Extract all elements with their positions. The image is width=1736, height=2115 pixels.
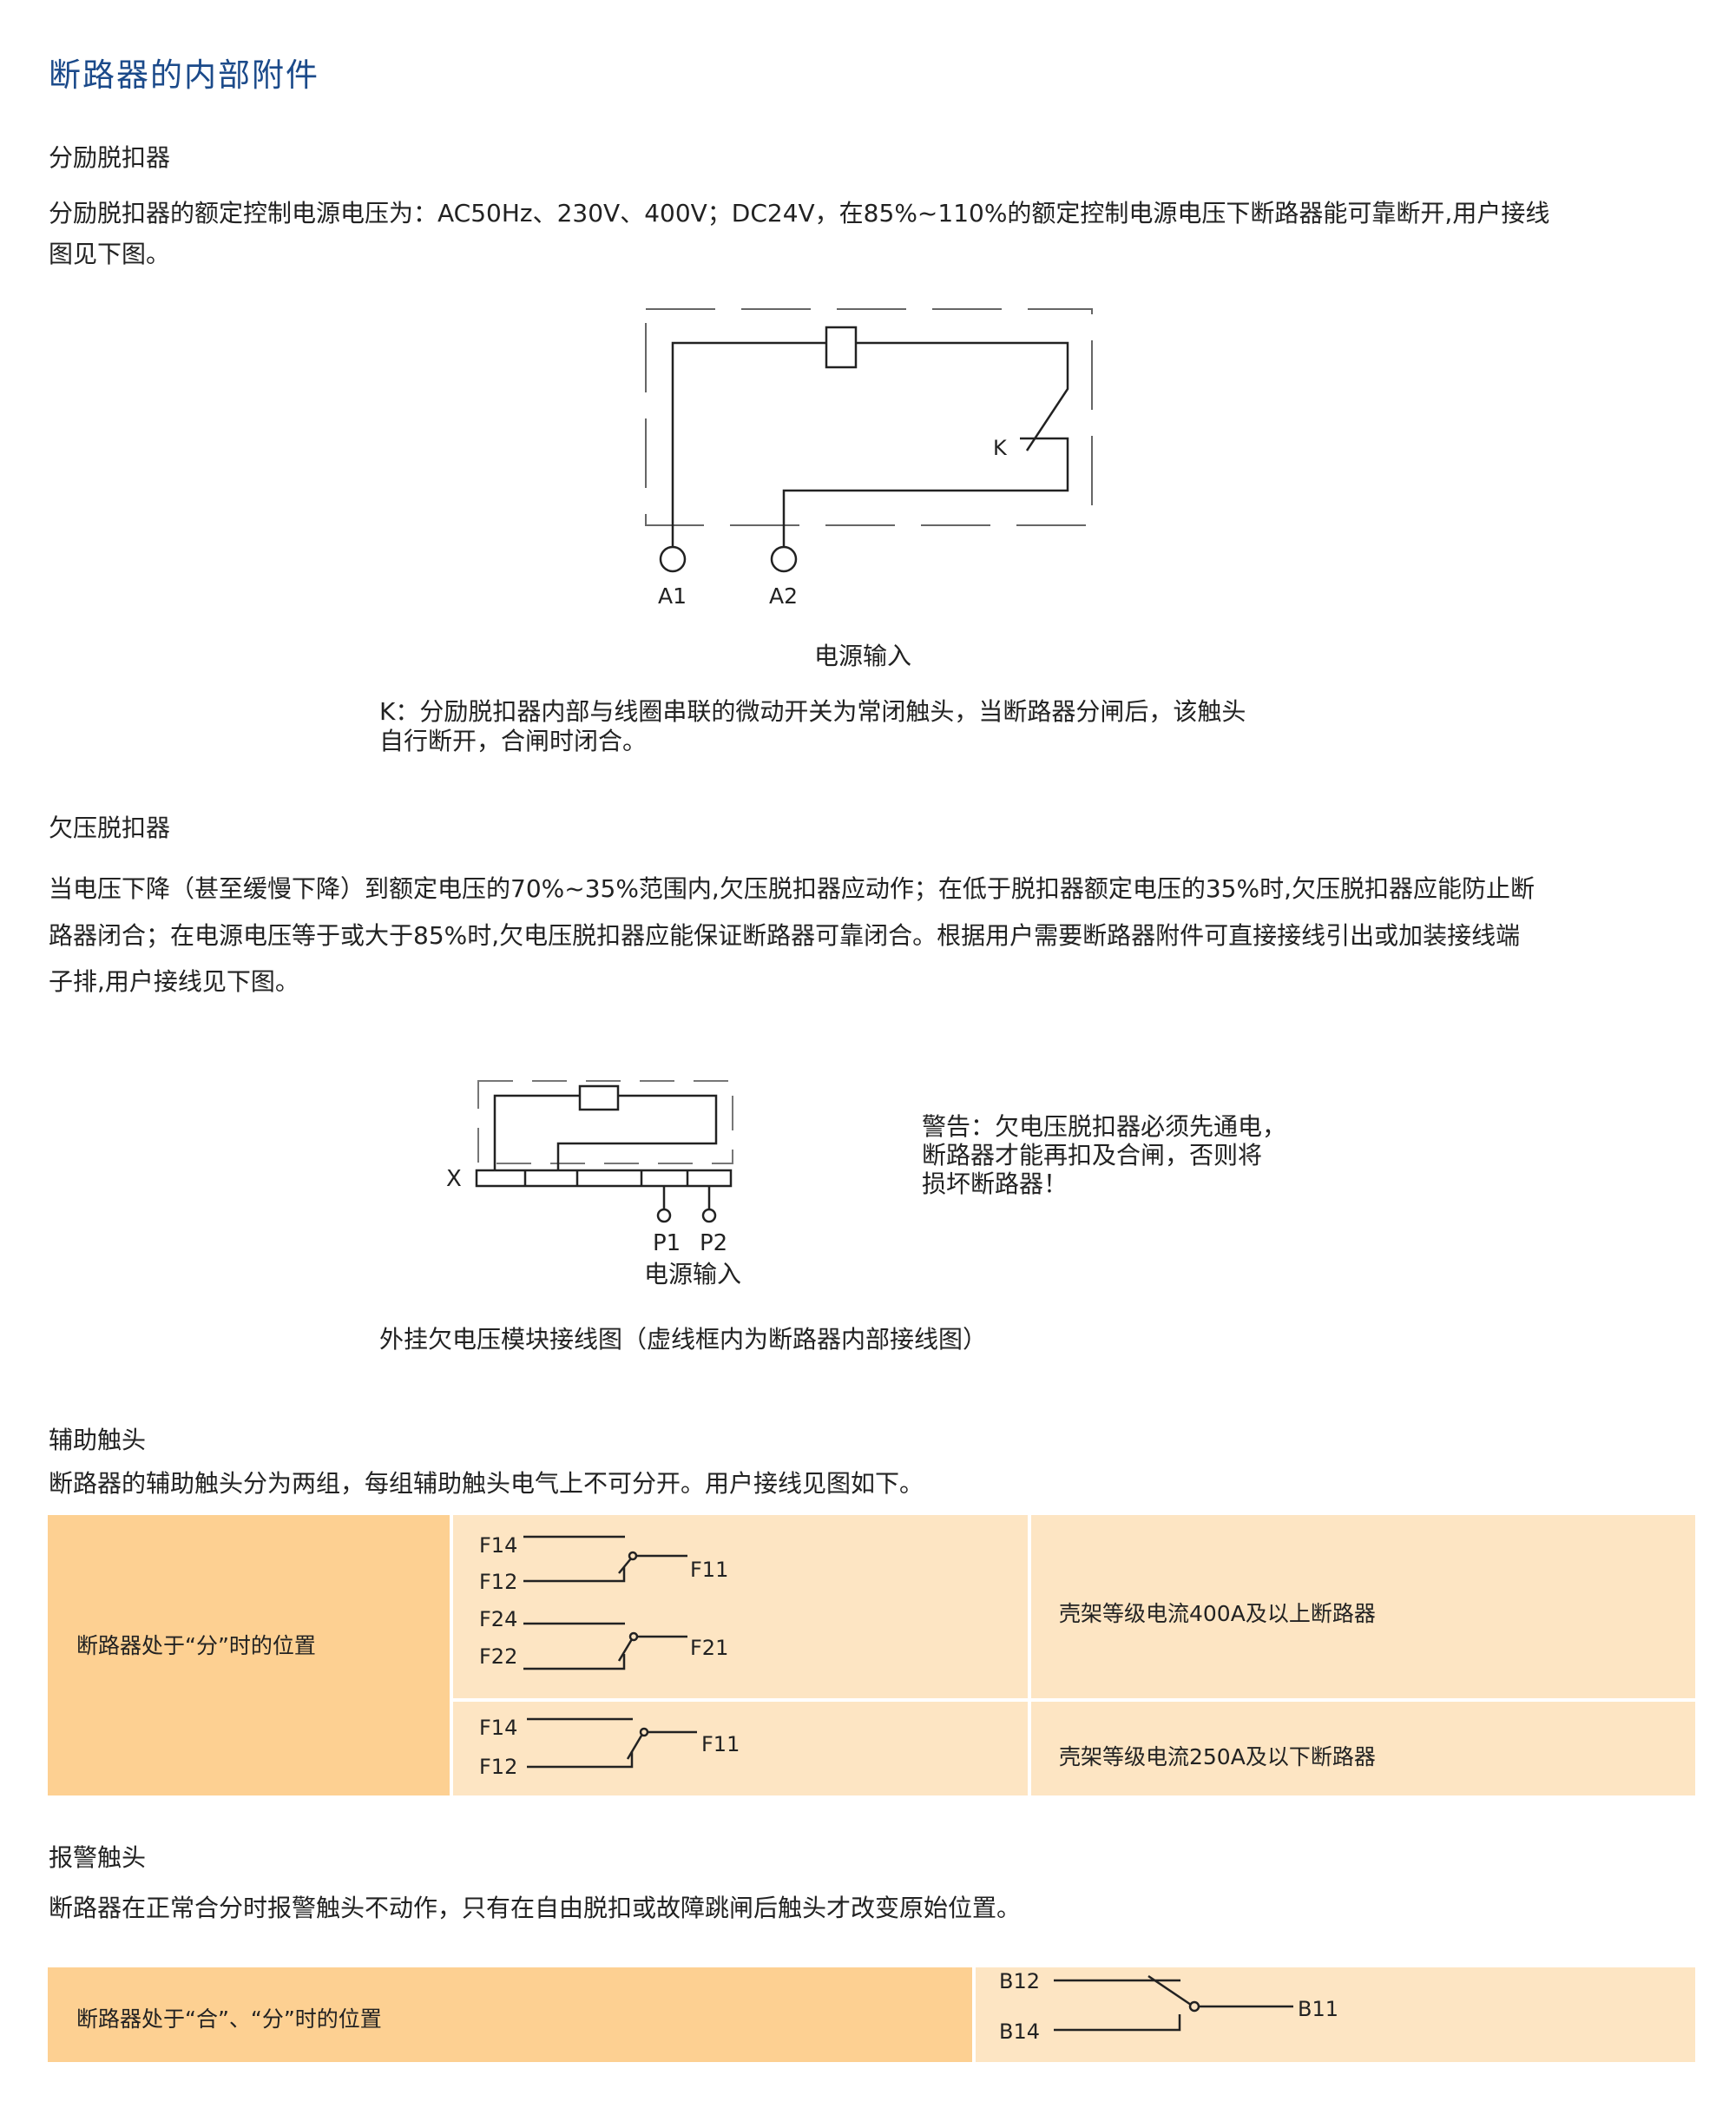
coil-symbol (825, 326, 858, 369)
undervoltage-wiring-diagram (475, 1080, 733, 1223)
f14-label: F14 (479, 1716, 517, 1740)
section-heading-alarm: 报警触头 (49, 1843, 147, 1872)
section-heading-shunt: 分励脱扣器 (49, 143, 171, 172)
p1-label: P1 (653, 1230, 681, 1256)
shunt-diagram-caption: 电源输入 (814, 642, 912, 670)
terminal-p2 (701, 1208, 717, 1223)
aux-desc-cell-2 (1031, 1702, 1695, 1795)
f24-label: F24 (479, 1607, 517, 1631)
section-heading-auxiliary: 辅助触头 (49, 1426, 147, 1454)
coil-symbol (578, 1084, 620, 1111)
undervoltage-paragraph-line-3: 子排,用户接线见下图。 (49, 967, 299, 996)
f22-label: F22 (479, 1644, 517, 1669)
undervoltage-diagram-caption: 外挂欠电压模块接线图（虚线框内为断路器内部接线图） (379, 1325, 988, 1354)
shunt-note-line-2: 自行断开，合闸时闭合。 (379, 727, 648, 755)
alarm-diagram-cell (976, 1967, 1695, 2062)
wire (671, 341, 826, 547)
wire (782, 437, 1069, 547)
breaker-internal-boundary (645, 308, 1093, 526)
aux-position-label: 断路器处于“分”时的位置 (76, 1633, 316, 1658)
terminal-p1 (656, 1208, 672, 1223)
power-input-label: 电源输入 (644, 1260, 741, 1288)
aux-desc-cell-1 (1031, 1515, 1695, 1698)
terminal-a1 (659, 545, 687, 573)
wire (493, 1094, 580, 1170)
warning-line-2: 断路器才能再扣及合闸，否则将 (922, 1141, 1263, 1170)
terminal-strip (475, 1169, 733, 1188)
f21-label: F21 (690, 1636, 728, 1660)
page-title: 断路器的内部附件 (49, 56, 319, 94)
aux-row-2-description: 壳架等级电流250A及以下断路器 (1059, 1744, 1376, 1769)
aux-position-cell (48, 1515, 450, 1795)
shunt-wiring-diagram (645, 308, 1093, 573)
aux-contact-diagram-1 (523, 1535, 687, 1670)
aux-row-1-description: 壳架等级电流400A及以上断路器 (1059, 1601, 1376, 1626)
wire (856, 341, 1069, 451)
warning-line-1: 警告：欠电压脱扣器必须先通电， (922, 1112, 1287, 1141)
alarm-description: 断路器在正常合分时报警触头不动作，只有在自由脱扣或故障跳闸后触头才改变原始位置。 (49, 1894, 1022, 1922)
f11-label: F11 (690, 1558, 728, 1582)
p2-label: P2 (700, 1230, 727, 1256)
b11-label: B11 (1298, 1997, 1338, 2021)
wire (556, 1094, 718, 1170)
terminal-a2 (770, 545, 798, 573)
auxiliary-description: 断路器的辅助触头分为两组，每组辅助触头电气上不可分开。用户接线见图如下。 (49, 1469, 924, 1498)
alarm-position-cell (48, 1967, 972, 2062)
alarm-contact-diagram (1054, 1974, 1293, 2032)
b12-label: B12 (999, 1969, 1040, 1993)
warning-line-3: 损坏断路器！ (922, 1170, 1069, 1198)
b14-label: B14 (999, 2019, 1040, 2044)
f12-label: F12 (479, 1755, 517, 1779)
shunt-paragraph-line-2: 图见下图。 (49, 240, 171, 268)
k-label: K (993, 436, 1008, 460)
aux-diagram-cell-2 (453, 1702, 1028, 1795)
undervoltage-paragraph-line-1: 当电压下降（甚至缓慢下降）到额定电压的70%~35%范围内,欠压脱扣器应动作；在… (49, 874, 1535, 903)
section-heading-undervoltage: 欠压脱扣器 (49, 814, 171, 842)
shunt-note-line-1: K：分励脱扣器内部与线圈串联的微动开关为常闭触头，当断路器分闸后，该触头 (379, 697, 1246, 726)
undervoltage-paragraph-line-2: 路器闭合；在电源电压等于或大于85%时,欠电压脱扣器应能保证断路器可靠闭合。根据… (49, 921, 1521, 950)
shunt-paragraph-line-1: 分励脱扣器的额定控制电源电压为：AC50Hz、230V、400V；DC24V，在… (49, 199, 1550, 227)
alarm-position-label: 断路器处于“合”、“分”时的位置 (76, 2006, 382, 2032)
x-label: X (446, 1166, 462, 1192)
a1-label: A1 (658, 583, 687, 609)
aux-contact-diagram-2 (527, 1717, 697, 1769)
f11-label: F11 (701, 1732, 740, 1756)
a2-label: A2 (769, 583, 798, 609)
breaker-internal-boundary (477, 1080, 733, 1164)
f12-label: F12 (479, 1570, 517, 1594)
f14-label: F14 (479, 1533, 517, 1558)
